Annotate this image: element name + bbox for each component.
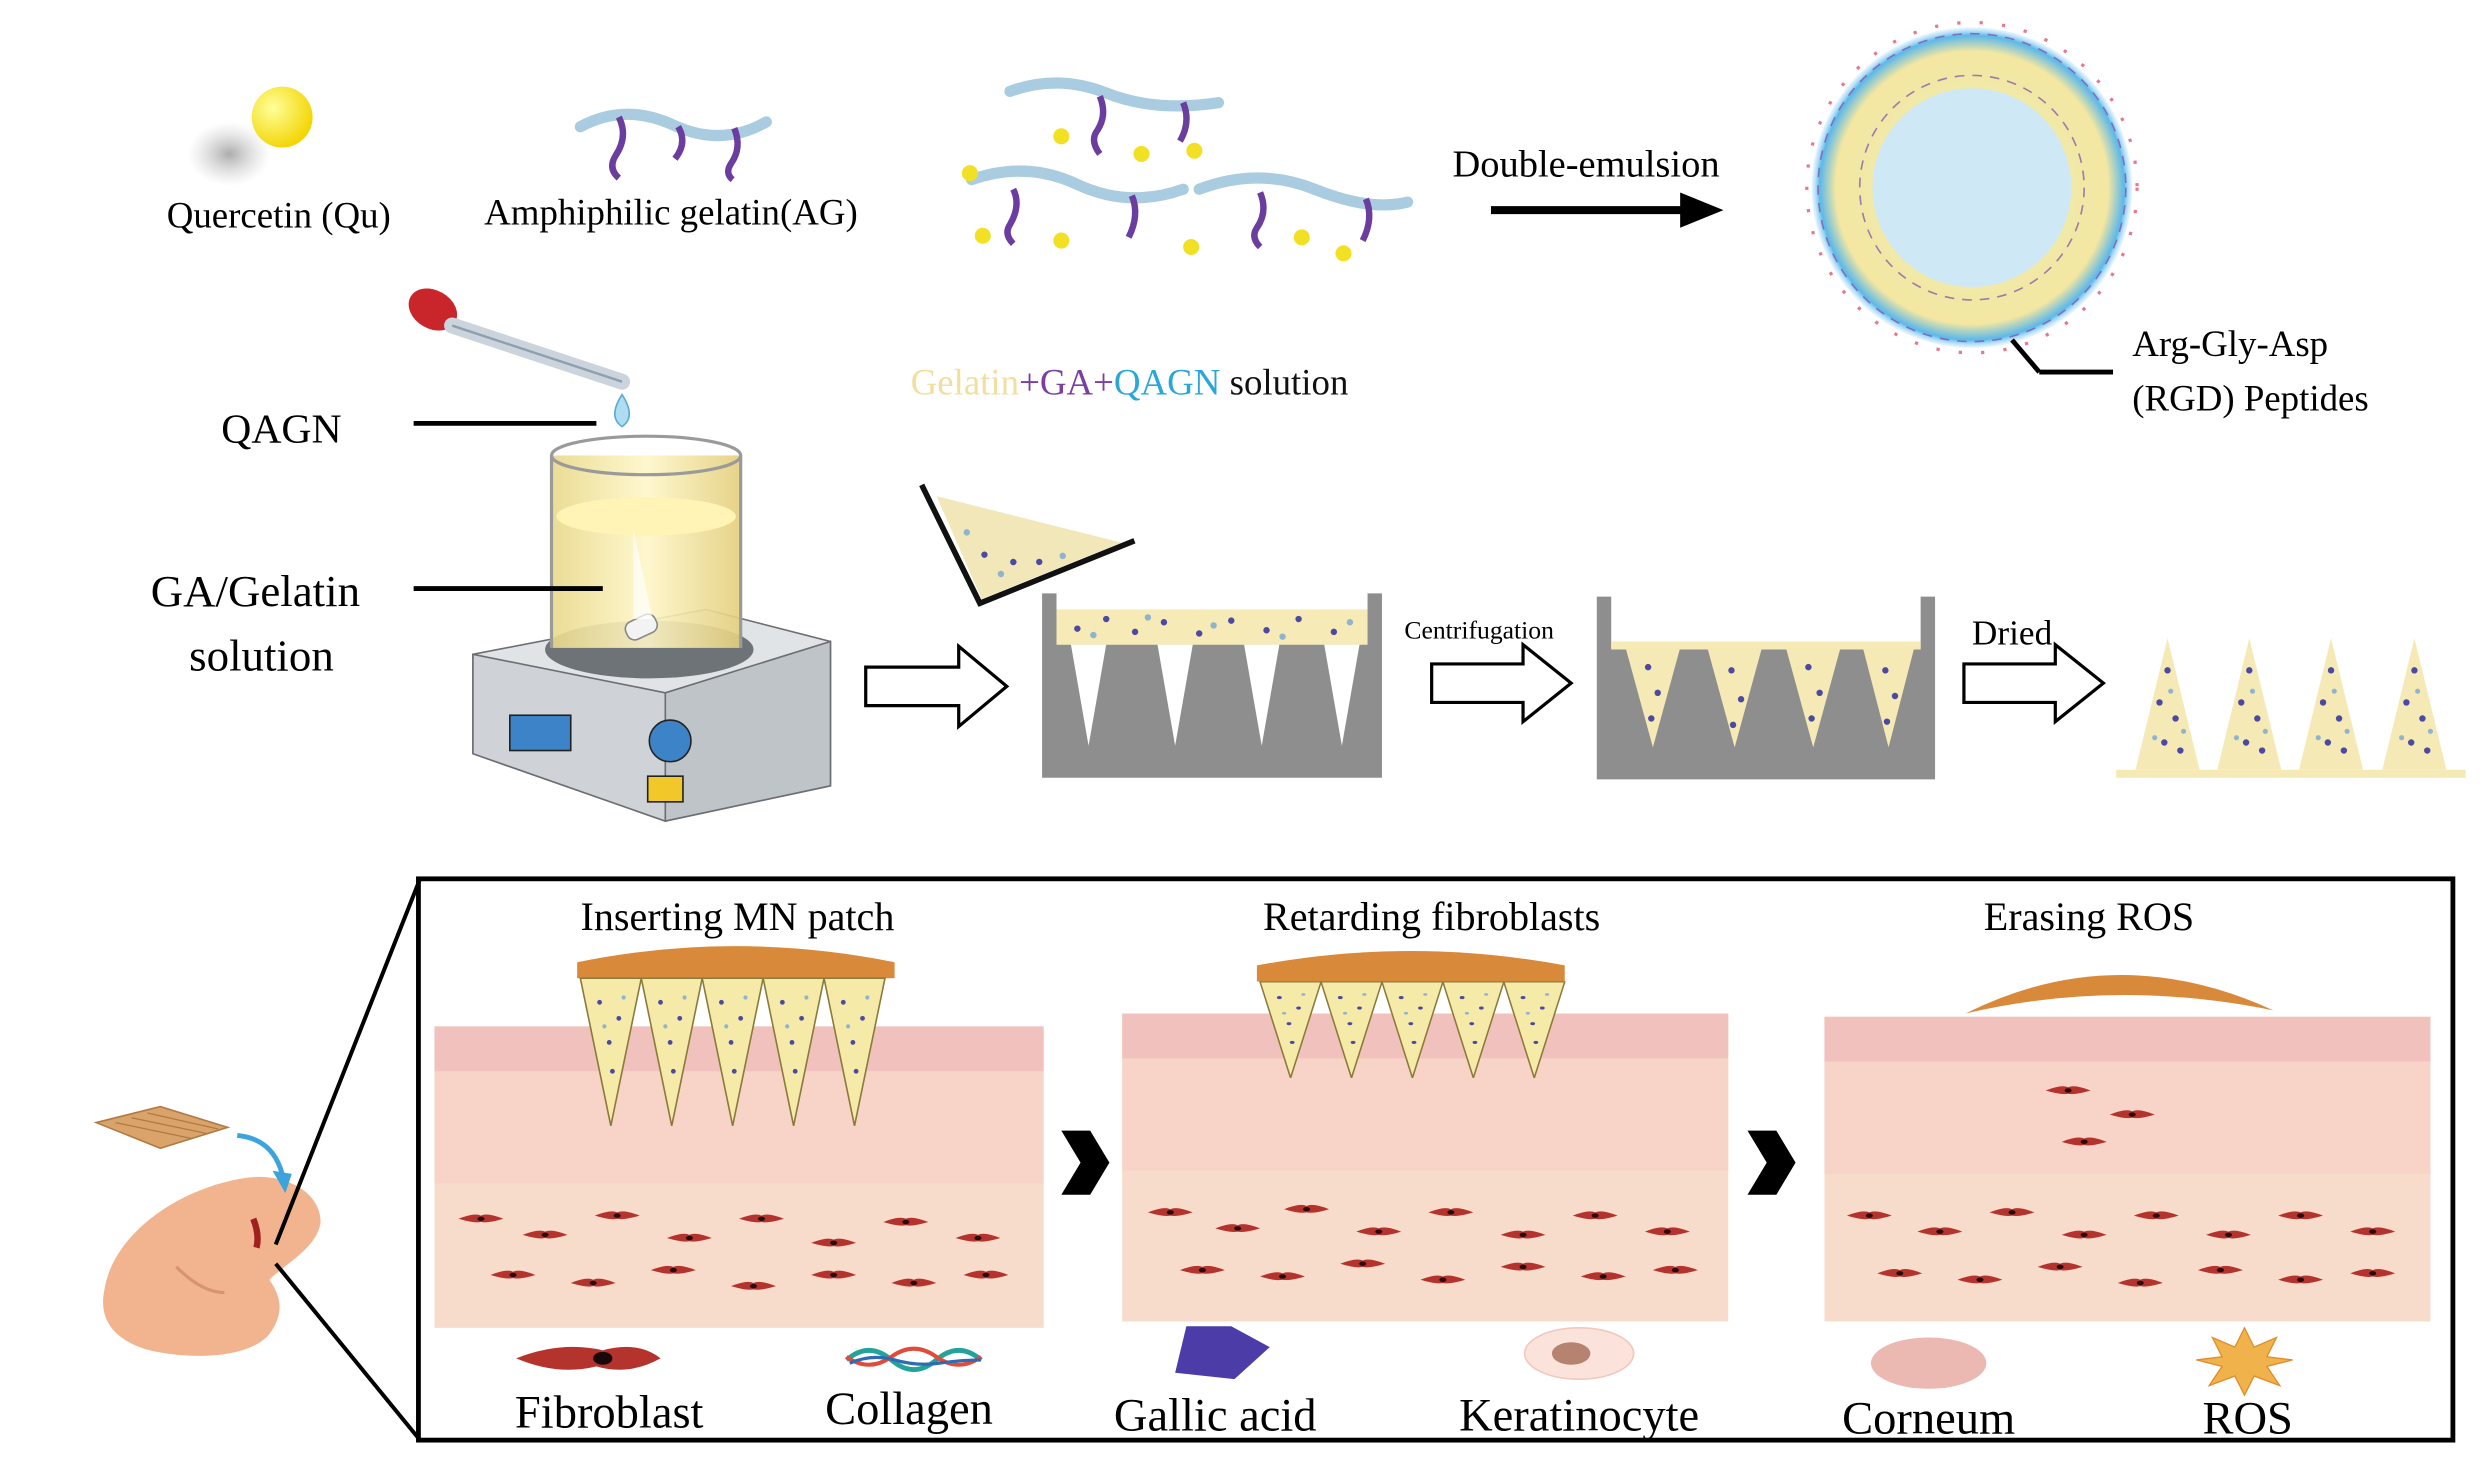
hollow-arrow-3	[1962, 641, 2106, 726]
hollow-arrow-1	[864, 642, 1010, 730]
ag-chain-icon	[574, 108, 772, 183]
hollow-arrow-2	[1430, 641, 1574, 726]
stage-arrow-2	[1747, 1130, 1796, 1195]
legend-gallic-acid: Gallic acid	[1114, 1390, 1317, 1441]
centrifugation-label: Centrifugation	[1404, 615, 1554, 644]
fibroblast-icon	[516, 1346, 661, 1370]
dropper-icon	[408, 288, 631, 428]
tilted-pour-container-icon	[919, 483, 1136, 607]
ros-icon	[2196, 1326, 2293, 1397]
emulsion-particle-icon	[1805, 20, 2139, 375]
stage-3-skin-section	[1824, 975, 2431, 1322]
legend-collagen: Collagen	[825, 1384, 993, 1435]
legend-keratinocyte: Keratinocyte	[1459, 1390, 1699, 1441]
solution-qagn: QAGN	[1114, 362, 1220, 403]
solution-gelatin: Gelatin	[911, 362, 1019, 403]
stage-2-skin-section	[1122, 950, 1729, 1322]
ga-gelatin-label-line1: GA/Gelatin	[151, 566, 360, 616]
solution-label: Gelatin+GA+QAGN solution	[911, 362, 1349, 403]
rgd-label-line1: Arg-Gly-Asp	[2132, 323, 2328, 364]
hand-icon	[103, 1176, 321, 1356]
stage-1-skin-section	[434, 946, 1044, 1328]
ag-micelle-cluster-icon	[961, 77, 1414, 262]
stage-2-title: Retarding fibroblasts	[1263, 894, 1600, 939]
legend-fibroblast: Fibroblast	[515, 1387, 704, 1438]
zoom-line-top	[273, 878, 422, 1246]
patch-icon	[93, 1105, 292, 1194]
solution-plus-2: +	[1093, 362, 1114, 403]
microneedle-mold-icon	[1042, 593, 1382, 778]
solution-ga: GA	[1040, 362, 1094, 403]
quercetin-sphere-icon	[187, 86, 313, 187]
ga-gelatin-label-line2: solution	[189, 630, 334, 680]
solution-suffix: solution	[1220, 362, 1348, 403]
stage-3-title: Erasing ROS	[1984, 894, 2194, 939]
double-emulsion-arrow	[1490, 192, 1724, 228]
rgd-label-line2: (RGD) Peptides	[2132, 378, 2368, 420]
stage-arrow-1	[1061, 1130, 1110, 1195]
quercetin-label: Quercetin (Qu)	[167, 195, 391, 237]
filled-mold-icon	[1596, 596, 1936, 780]
dried-microneedles-icon	[2116, 638, 2466, 778]
collagen-icon	[844, 1346, 983, 1372]
dried-label: Dried	[1972, 614, 2053, 653]
legend-ros: ROS	[2202, 1394, 2292, 1445]
stage-1-title: Inserting MN patch	[581, 894, 895, 939]
corneum-icon	[1870, 1337, 1987, 1389]
ag-label: Amphiphilic gelatin(AG)	[484, 192, 858, 234]
double-emulsion-label: Double-emulsion	[1452, 143, 1719, 185]
qagn-label: QAGN	[221, 407, 341, 453]
stages-panel-frame	[416, 876, 2456, 1443]
legend-corneum: Corneum	[1842, 1394, 2015, 1445]
beaker-stirrer-icon	[472, 434, 832, 823]
zoom-line-bottom	[274, 1262, 422, 1442]
solution-plus-1: +	[1019, 362, 1040, 403]
keratinocyte-icon	[1523, 1327, 1635, 1380]
gallic-acid-icon	[1175, 1326, 1270, 1380]
